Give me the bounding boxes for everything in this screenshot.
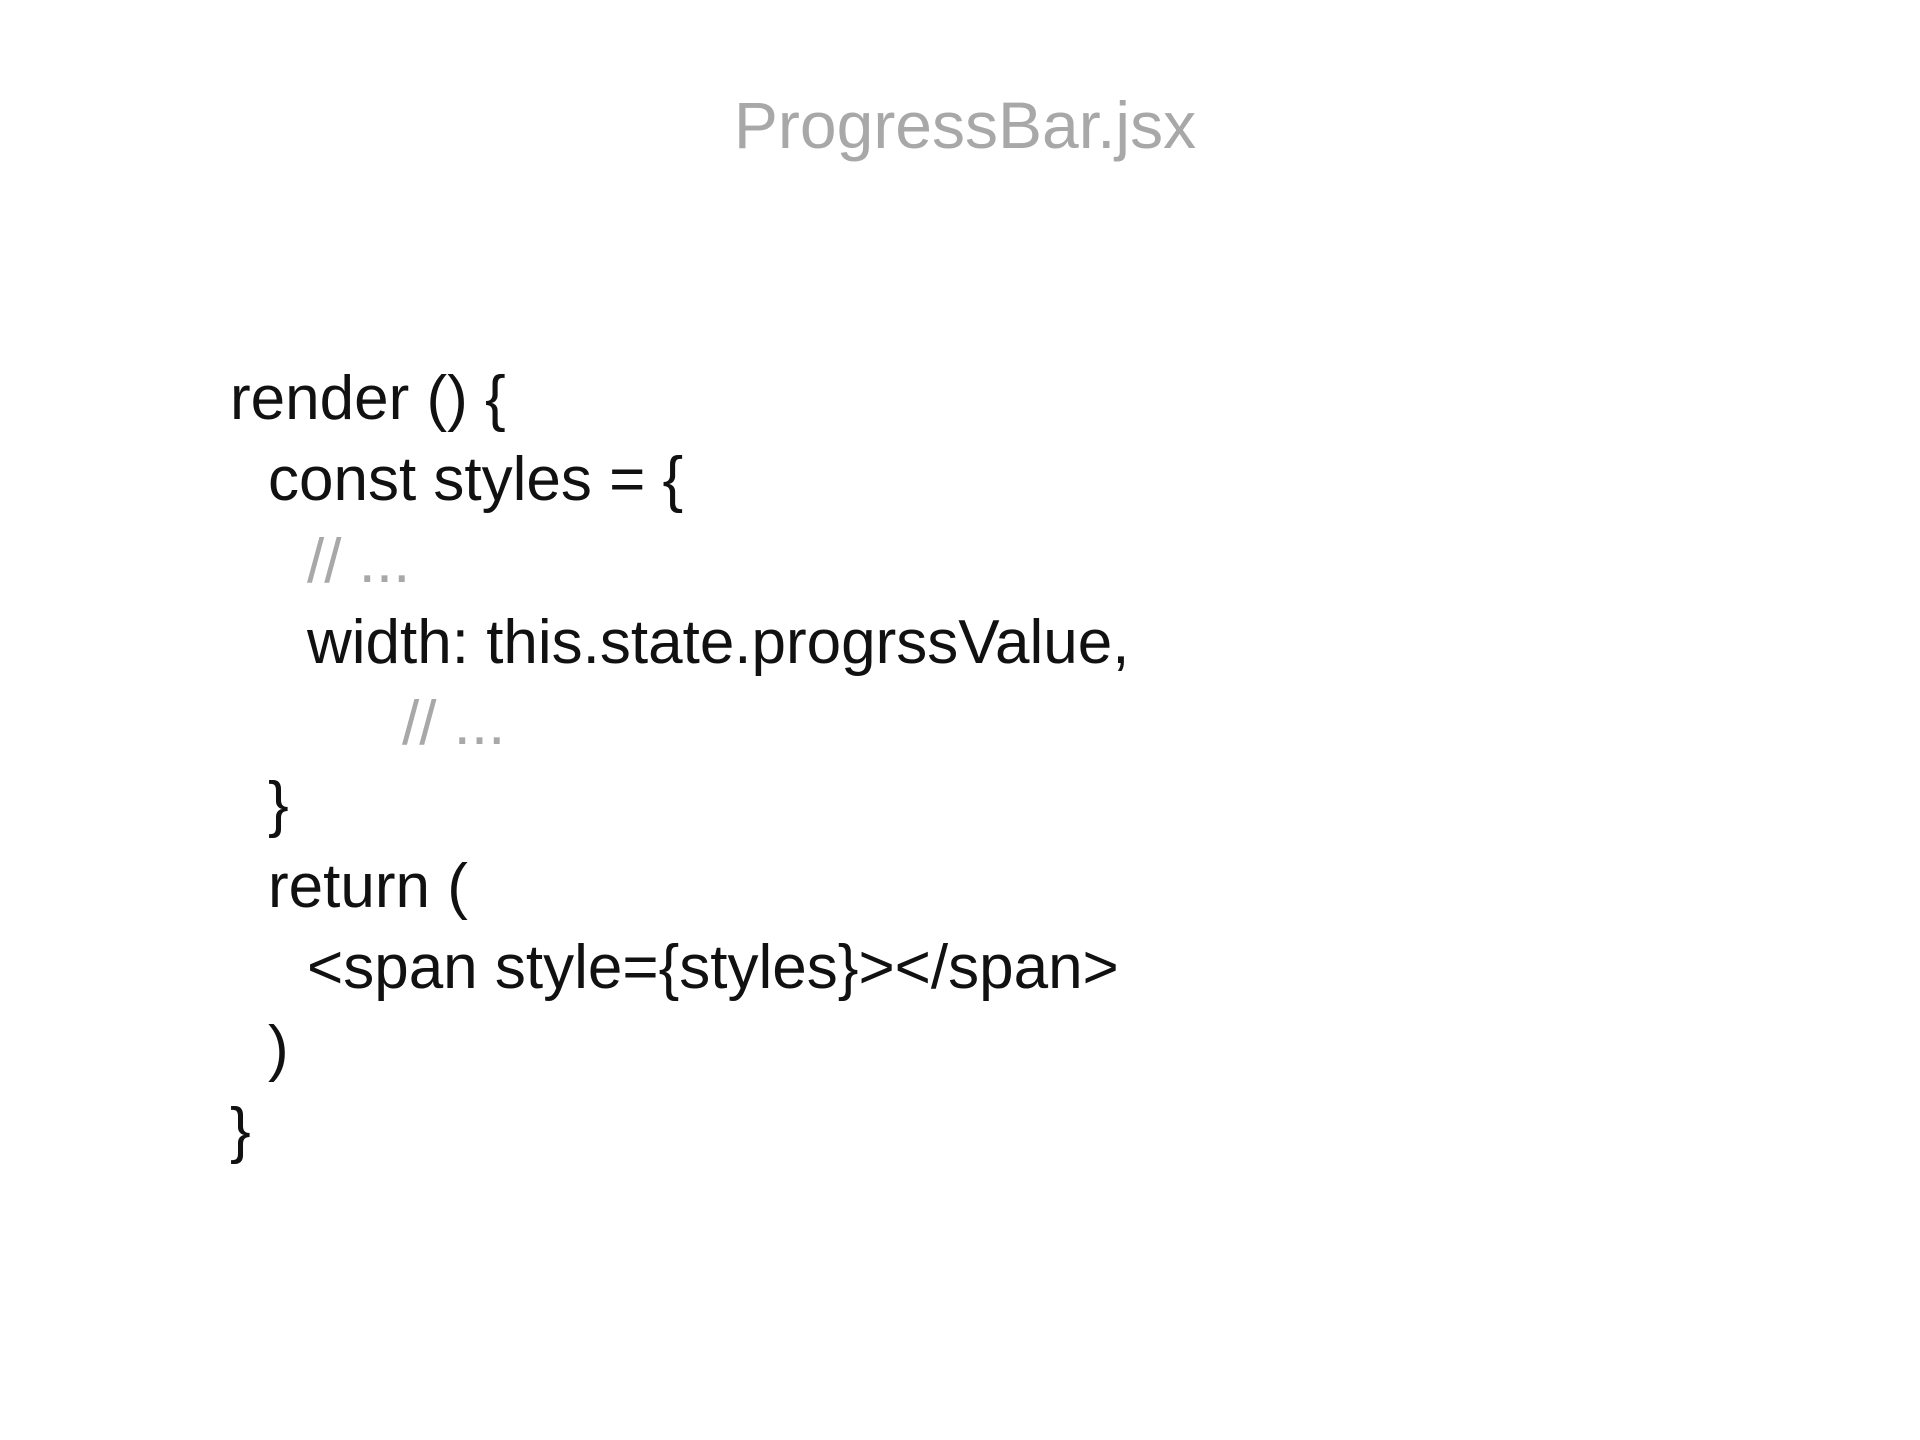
code-line-span: <span style={styles}></span> (307, 933, 1119, 1003)
code-line-close-return: ) (268, 1014, 289, 1084)
code-comment: // ... (307, 526, 411, 596)
code-comment: // ... (402, 689, 506, 759)
code-line-const-styles: const styles = { (268, 445, 684, 515)
code-block: render () { const styles = { // ... widt… (230, 358, 1730, 1171)
code-line-width: width: this.state.progrssValue, (307, 607, 1130, 677)
code-line-close-styles: } (268, 770, 289, 840)
code-line-return: return ( (268, 851, 468, 921)
code-line-render: render () { (230, 364, 506, 433)
slide-title: ProgressBar.jsx (733, 88, 1197, 162)
code-line-close-render: } (230, 1095, 251, 1165)
